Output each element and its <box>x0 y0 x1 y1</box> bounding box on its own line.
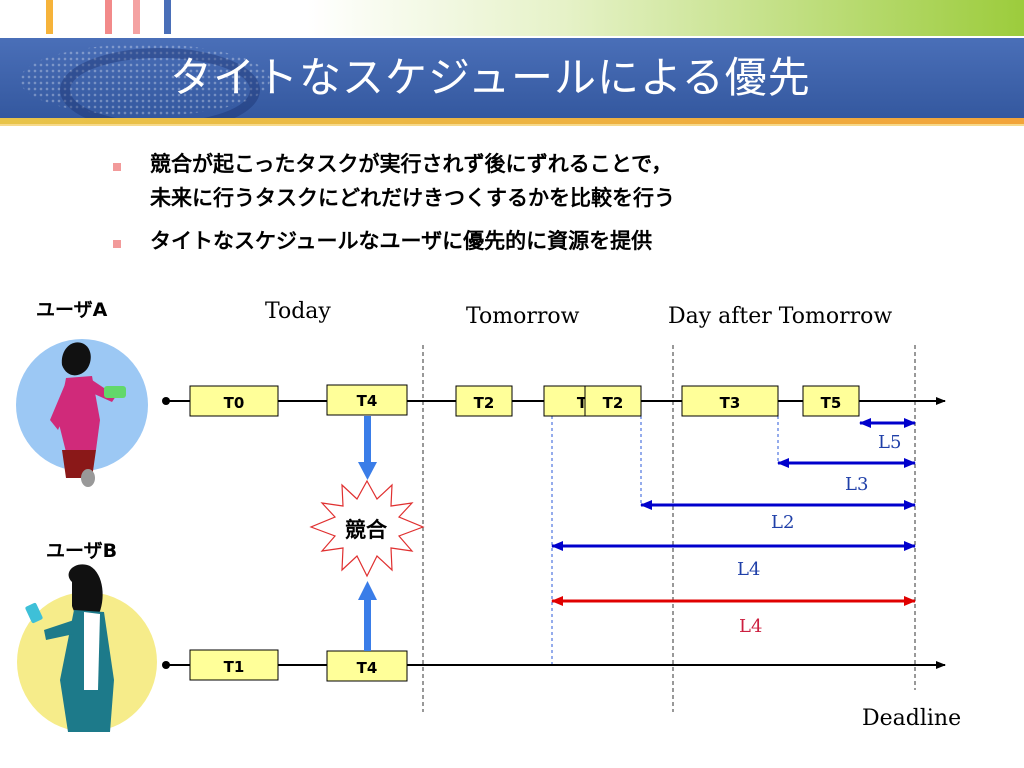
title-underline-light <box>0 124 1024 126</box>
bullet-1-line-1: 競合が起こったタスクが実行されず後にずれることで， <box>150 152 673 176</box>
bullet-marker <box>113 240 121 248</box>
bullet-2-line-1: タイトなスケジュールなユーザに優先的に資源を提供 <box>150 229 653 253</box>
bullet-marker <box>113 163 121 171</box>
task-a-t5-label: T5 <box>821 394 842 412</box>
task-a-t0 <box>189 385 279 417</box>
user-b-avatar <box>17 564 157 732</box>
period-tomorrow: Tomorrow <box>466 304 580 329</box>
conflict-starburst <box>309 479 425 578</box>
title-underline <box>0 118 1024 124</box>
accent-bar-blue <box>164 0 171 34</box>
task-a-t2-original <box>455 385 513 417</box>
task-a-hidden-label: T <box>577 394 588 412</box>
user-a-timeline-start <box>162 397 170 405</box>
title-banner <box>0 38 1024 118</box>
user-b-timeline-start <box>162 661 170 669</box>
latency-label-l2: L2 <box>771 512 794 533</box>
latency-label-l5: L5 <box>878 432 901 453</box>
task-a-t2-shifted <box>584 385 642 417</box>
task-a-t4 <box>326 384 408 416</box>
user-b-label: ユーザB <box>46 540 117 562</box>
slide-title: タイトなスケジュールによる優先 <box>170 53 811 102</box>
accent-bar-pink <box>105 0 112 34</box>
latency-label-l4-blue: L4 <box>737 559 760 580</box>
conflict-arrow-down <box>358 416 377 480</box>
task-b-t1 <box>189 649 279 681</box>
task-a-t3 <box>681 385 779 417</box>
ring-decoration <box>60 48 260 118</box>
conflict-label: 競合 <box>345 518 388 542</box>
task-a-t5 <box>802 385 860 417</box>
latency-label-l3: L3 <box>845 474 868 495</box>
task-a-t2-shifted-label: T2 <box>603 394 624 412</box>
task-a-t2-original-label: T2 <box>474 394 495 412</box>
latency-label-l4-red: L4 <box>739 616 762 637</box>
deadline-label: Deadline <box>862 706 961 731</box>
period-today: Today <box>265 299 331 324</box>
conflict-arrow-up <box>358 581 377 651</box>
task-a-t3-label: T3 <box>720 394 741 412</box>
accent-bar-light-pink <box>133 0 140 34</box>
task-a-t0-label: T0 <box>224 394 245 412</box>
user-a-avatar <box>16 339 148 487</box>
bullet-1-line-2: 未来に行うタスクにどれだけきつくするかを比較を行う <box>150 186 675 210</box>
task-b-t1-label: T1 <box>224 658 245 676</box>
user-a-label: ユーザA <box>36 299 108 321</box>
accent-bar-orange <box>46 0 53 34</box>
task-b-t4-label: T4 <box>357 659 378 677</box>
task-a-t4-label: T4 <box>357 392 378 410</box>
period-day-after-tomorrow: Day after Tomorrow <box>668 304 892 329</box>
